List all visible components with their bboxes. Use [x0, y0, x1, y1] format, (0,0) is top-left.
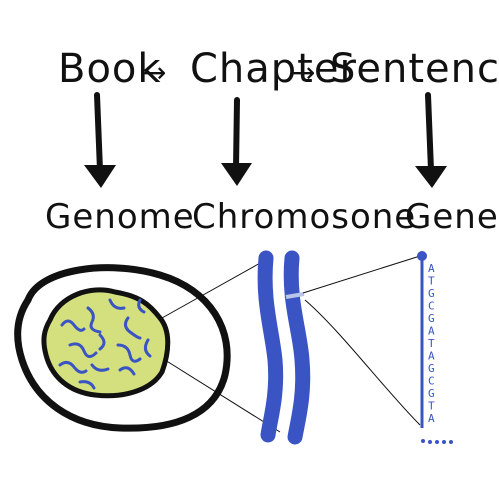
down-arrow-gene	[415, 92, 447, 188]
label-genome: Genome	[45, 197, 195, 237]
gene-base-letter: C	[428, 375, 435, 388]
zoom-line-gene-bottom	[304, 299, 421, 426]
word-sentence: Sentence	[330, 46, 499, 92]
gene-base-letter: A	[428, 262, 435, 275]
arrow-book-chapter: →	[143, 56, 167, 89]
label-chromosome: Chromosone	[192, 197, 416, 237]
gene-base-letter: G	[428, 287, 435, 300]
gene-base-letter: G	[428, 362, 435, 375]
word-chapter: Chapter	[190, 46, 357, 92]
nucleus	[41, 287, 171, 399]
gene-base-letter: T	[428, 275, 435, 288]
gene-base-letter: A	[428, 350, 435, 363]
chromatid-right	[283, 250, 311, 445]
arrow-chapter-sentence: →	[292, 56, 316, 89]
gene-base-letter: A	[428, 325, 435, 338]
down-arrow-chromosome	[221, 97, 252, 186]
down-arrow-genome	[84, 92, 116, 188]
gene-band	[285, 292, 305, 299]
zoom-line-gene-top	[302, 255, 421, 294]
gene-base-letter: T	[428, 337, 435, 350]
gene-base-letter: G	[428, 312, 435, 325]
chromosome-pair	[257, 250, 311, 445]
gene-base-letter: C	[428, 300, 435, 313]
cell	[14, 264, 231, 432]
gene-base-letter: T	[428, 400, 435, 413]
label-gene: Gene	[405, 197, 499, 237]
zoom-line-nucleus-bottom	[164, 359, 281, 433]
chromatid-left	[257, 250, 284, 443]
chromatin	[58, 298, 152, 390]
word-book: Book	[58, 46, 162, 92]
gene-base-letter: G	[428, 387, 435, 400]
zoom-line-nucleus-top	[161, 261, 263, 319]
gene-base-letter: A	[428, 412, 435, 425]
gene-continuation-dots	[421, 439, 453, 444]
